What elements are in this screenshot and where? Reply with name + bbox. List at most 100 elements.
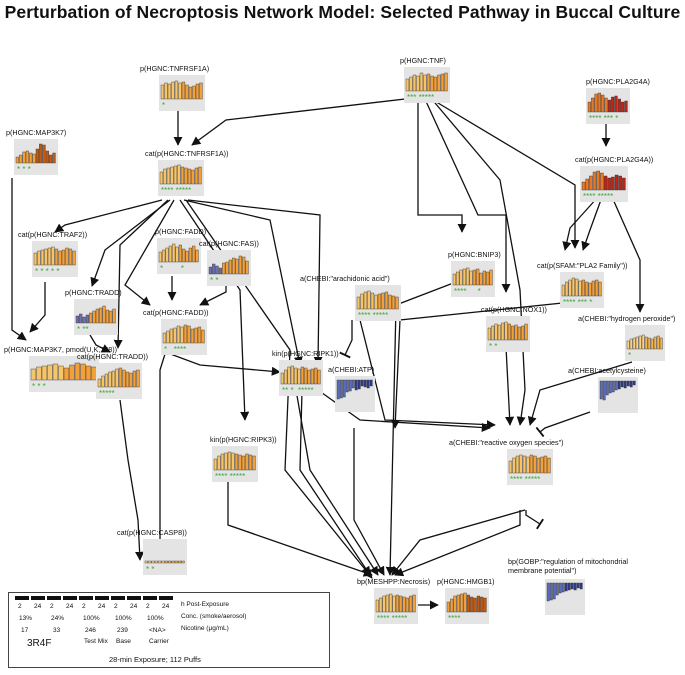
bar [558,582,562,594]
bar [122,369,126,388]
node-tile: * * * [29,356,99,392]
node-tile: * ** [74,299,118,335]
bar [638,335,642,350]
bar [163,168,167,185]
significance-stars: **** ***** [510,475,540,484]
node-tile: **** ***** [580,166,628,202]
sparkline [545,579,585,615]
node-label: cat(p(HGNC:PLA2G4A)) [575,155,654,164]
bar [549,582,553,601]
bar [402,596,406,613]
bar [626,340,630,350]
bar [35,148,39,164]
bar [89,312,93,324]
legend-conc-cell: 24% [51,615,65,622]
bar [466,267,470,286]
bar [168,245,172,263]
bar [547,457,551,474]
bar [366,379,370,389]
bar [68,248,73,266]
bar [440,73,445,92]
bar [522,455,527,474]
node-bnip3: p(HGNC:BNIP3) [448,250,501,259]
significance-stars: * **** [164,345,186,354]
bar [101,375,105,388]
node-label: p(HGNC:MAP3K7, pmod(U,K,158)) [4,345,118,354]
edge [317,389,491,433]
edge [423,96,511,293]
node-fadd: p(HGNC:FADD) [155,227,206,236]
bar [491,325,495,341]
bar [570,582,574,590]
bar [515,455,520,474]
sparkline: **** * [451,261,495,297]
bar [29,152,33,164]
node-ros: a(CHEBI:"reactive oxygen species") [449,438,564,447]
bar [69,364,75,381]
bar [519,454,523,474]
bar [95,308,99,324]
bar [351,379,355,389]
bar [74,362,81,381]
bar [129,372,133,388]
bar [33,252,38,266]
edge [299,389,371,576]
bar [82,316,86,324]
node-tile [598,377,638,413]
bar [245,260,249,275]
bar [540,456,544,474]
bar [573,582,577,591]
node-label: p(HGNC:PLA2G4A) [586,77,650,86]
bar [180,326,184,344]
significance-stars: **** *** * [589,114,618,123]
node-label: cat(p(HGNC:NOX1)) [481,305,547,314]
node-ripk3: kin(p(HGNC:RIPK3)) [210,435,277,444]
edge [11,178,27,341]
bar [178,82,182,100]
bar [218,267,222,275]
node-tile: * * [143,539,187,575]
bar [482,270,486,286]
edge [29,282,46,333]
bar [85,314,89,324]
node-label: p(HGNC:TNF) [400,56,446,65]
bar [363,379,367,388]
bar [377,293,382,310]
bar [521,325,525,341]
node-tile: *** ***** [404,67,450,103]
bar [252,455,256,471]
bar [623,380,627,389]
node-tile: * [159,75,205,111]
bar [234,453,239,471]
bar [456,594,460,613]
legend-conc-cell: 13% [19,615,33,622]
bar [479,272,483,286]
bar [603,175,608,191]
bar [605,380,609,396]
bar [108,371,112,388]
legend-post-cell: 24 [130,603,138,610]
bar [112,308,116,324]
bar [242,256,246,275]
bar [369,379,373,387]
bar [470,596,474,613]
bar [174,80,179,100]
bar [476,595,480,613]
edge [164,351,281,376]
bar [168,560,172,564]
bar [543,455,548,474]
bar [171,81,175,100]
bar [552,582,556,600]
bar [248,454,253,471]
significance-stars: * * [160,264,184,273]
sparkline: * * [157,238,201,274]
legend-post-cell: 24 [162,603,170,610]
sparkline: * * [143,539,187,575]
bar [132,370,137,388]
bar [433,76,438,92]
bar [115,368,119,388]
bar [191,169,195,185]
node-label: cat(p(HGNC:FAS)) [199,239,259,248]
bar [614,95,618,113]
